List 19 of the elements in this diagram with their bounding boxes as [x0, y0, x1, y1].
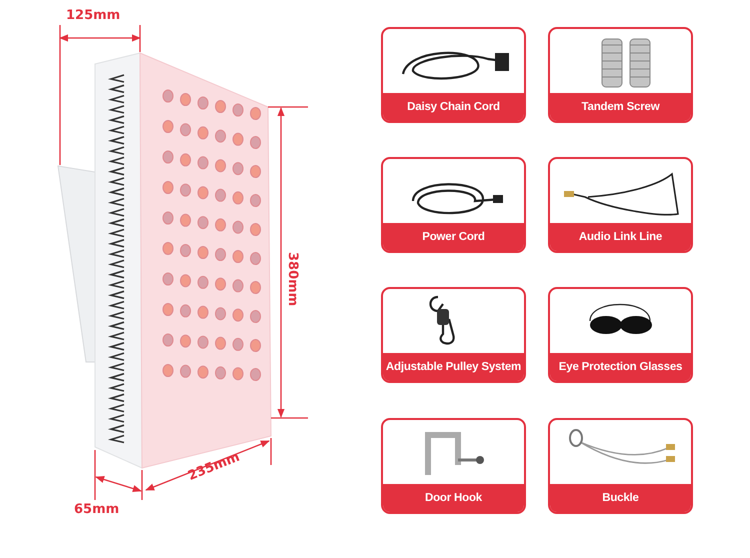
accessory-card — [381, 27, 526, 123]
item-caption: Power Cord — [383, 223, 524, 251]
item-caption: Tandem Screw — [550, 93, 691, 121]
item-caption: Daisy Chain Cord — [383, 93, 524, 121]
dimension-label: 380mm — [285, 252, 300, 306]
item-caption: Buckle — [550, 484, 691, 512]
accessory-card — [548, 27, 693, 123]
item-caption: Adjustable Pulley System — [383, 353, 524, 381]
accessory-card — [548, 157, 693, 253]
accessory-card — [381, 418, 526, 514]
accessory-card — [548, 418, 693, 514]
accessory-card — [548, 287, 693, 383]
dimension-label: 125mm — [66, 8, 120, 23]
item-caption: Door Hook — [383, 484, 524, 512]
accessory-card — [381, 157, 526, 253]
item-caption: Audio Link Line — [550, 223, 691, 251]
dimension-label: 65mm — [74, 502, 120, 517]
accessory-card — [381, 287, 526, 383]
item-caption: Eye Protection Glasses — [550, 353, 691, 381]
